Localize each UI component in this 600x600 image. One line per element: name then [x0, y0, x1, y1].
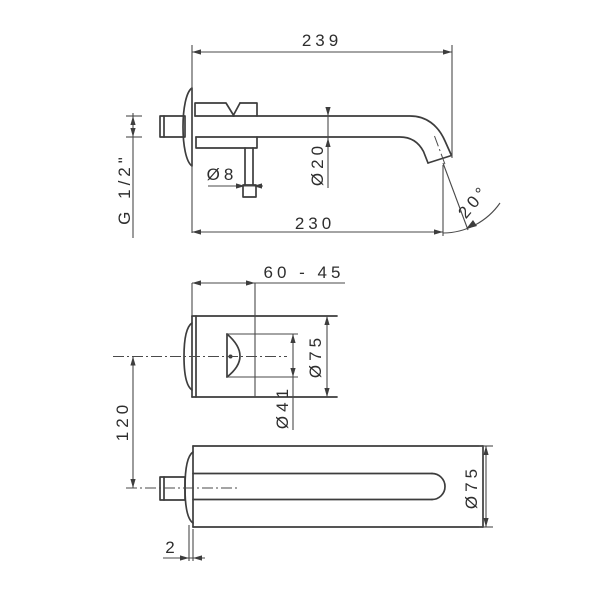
dim-spout-plate-diameter-label: Ø75 [462, 465, 481, 509]
dim-wall-depth-range-label: 60 - 45 [264, 263, 345, 282]
dimension-spout-tube-diameter: Ø20 [308, 107, 331, 188]
inlet-nipple [159, 115, 186, 138]
dimension-handle-diameter: Ø41 [227, 333, 298, 430]
dim-center-distance-label: 120 [113, 401, 132, 441]
dimension-spout-projection: 230 [192, 165, 444, 236]
dimension-plate-thickness: 2 [163, 525, 205, 561]
dim-plate-thickness-label: 2 [165, 538, 178, 557]
wall-plate-profile [182, 87, 193, 167]
dim-spout-projection-label: 230 [295, 214, 335, 233]
dimension-hole-diameter: Ø8 [207, 165, 263, 189]
dimension-center-distance: 120 [113, 356, 136, 488]
spout-tip-centerline [434, 135, 447, 168]
dim-hole-diameter-label: Ø8 [207, 165, 238, 184]
drain-stem [242, 147, 257, 198]
dim-inlet-thread-label: G 1/2" [115, 153, 134, 225]
spout-bottom-view [126, 445, 484, 528]
dim-spout-tube-diameter-label: Ø20 [308, 142, 327, 186]
dim-handle-diameter-label: Ø41 [273, 385, 292, 429]
dim-spout-angle-label: 20° [454, 181, 493, 222]
side-view [159, 87, 453, 198]
mixer-body [194, 102, 258, 149]
dimension-spout-plate-diameter: Ø75 [462, 445, 493, 528]
dimension-overall-length: 239 [191, 31, 453, 233]
dimension-spout-angle: 20° [442, 162, 501, 234]
dim-overall-length-label: 239 [302, 31, 342, 50]
spout-slot [192, 472, 446, 501]
dimension-inlet-thread: G 1/2" [115, 113, 142, 238]
handle-top-view [226, 333, 241, 378]
dim-escutcheon-diameter-label: Ø75 [306, 334, 325, 378]
dimension-wall-depth-range: 60 - 45 [191, 263, 345, 316]
dimension-escutcheon-diameter: Ø75 [306, 316, 330, 397]
escutcheon-top-view [113, 283, 338, 398]
spout [194, 115, 453, 168]
